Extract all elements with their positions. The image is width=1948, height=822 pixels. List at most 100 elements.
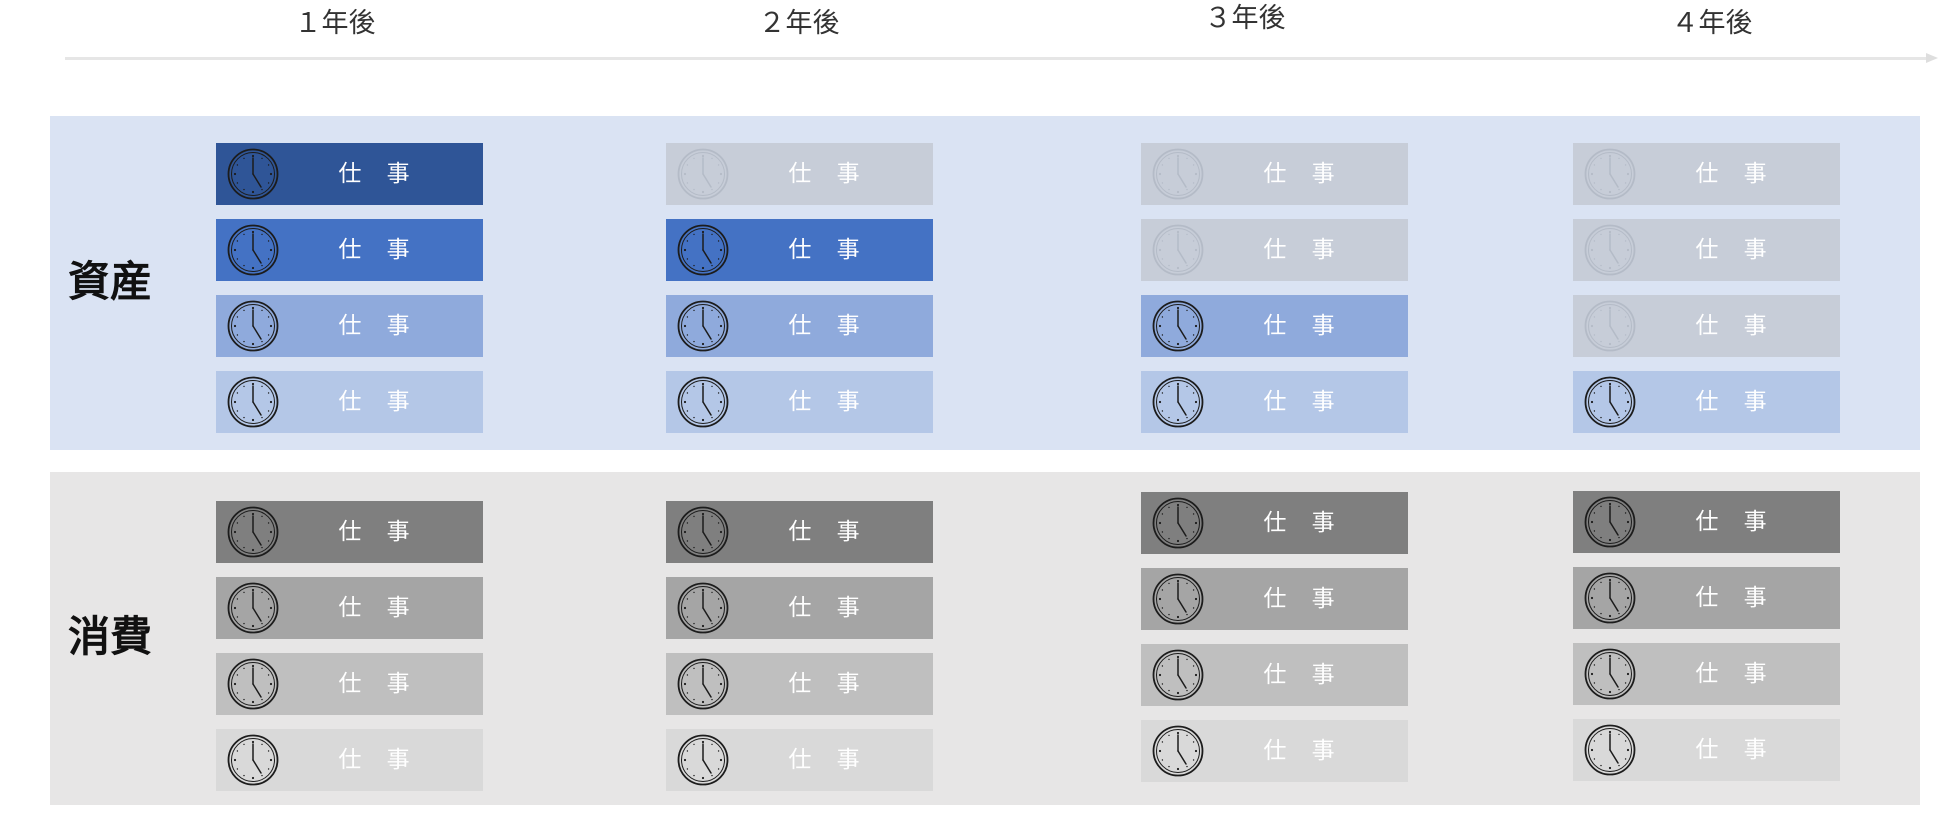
- asset-section-label: 資産: [68, 257, 153, 306]
- job-label: 仕 事: [1263, 313, 1344, 339]
- clock-icon: [1152, 649, 1204, 701]
- consumption-stack-year-4: 仕 事 仕 事 仕 事 仕 事: [1573, 491, 1840, 795]
- asset-job-block-y3-r2: 仕 事: [1141, 219, 1408, 281]
- clock-icon: [1152, 376, 1204, 428]
- consumption-job-block-y3-r4: 仕 事: [1141, 720, 1408, 782]
- job-label: 仕 事: [1263, 586, 1344, 612]
- consumption-stack-year-1: 仕 事 仕 事 仕 事 仕 事: [216, 501, 483, 805]
- consumption-job-block-y2-r1: 仕 事: [666, 501, 933, 563]
- job-label: 仕 事: [788, 595, 869, 621]
- job-label: 仕 事: [788, 519, 869, 545]
- consumption-job-block-y3-r3: 仕 事: [1141, 644, 1408, 706]
- consumption-job-block-y3-r2: 仕 事: [1141, 568, 1408, 630]
- job-label: 仕 事: [1263, 389, 1344, 415]
- job-label: 仕 事: [1263, 237, 1344, 263]
- clock-icon: [1584, 300, 1636, 352]
- clock-icon: [227, 148, 279, 200]
- job-label: 仕 事: [1695, 737, 1776, 763]
- consumption-job-block-y2-r4: 仕 事: [666, 729, 933, 791]
- clock-icon: [1152, 300, 1204, 352]
- clock-icon: [227, 300, 279, 352]
- consumption-job-block-y1-r1: 仕 事: [216, 501, 483, 563]
- asset-job-block-y2-r4: 仕 事: [666, 371, 933, 433]
- asset-job-block-y1-r2: 仕 事: [216, 219, 483, 281]
- job-label: 仕 事: [338, 747, 419, 773]
- clock-icon: [1152, 224, 1204, 276]
- consumption-job-block-y4-r4: 仕 事: [1573, 719, 1840, 781]
- clock-icon: [227, 734, 279, 786]
- job-label: 仕 事: [1263, 510, 1344, 536]
- clock-icon: [677, 506, 729, 558]
- asset-stack-year-1: 仕 事 仕 事 仕 事 仕 事: [216, 143, 483, 447]
- consumption-stack-year-2: 仕 事 仕 事 仕 事 仕 事: [666, 501, 933, 805]
- asset-job-block-y3-r3: 仕 事: [1141, 295, 1408, 357]
- timeline-arrow-head: [1926, 53, 1938, 63]
- clock-icon: [677, 658, 729, 710]
- timeline-label-year-1: １年後: [294, 8, 376, 39]
- asset-job-block-y4-r4: 仕 事: [1573, 371, 1840, 433]
- asset-job-block-y1-r1: 仕 事: [216, 143, 483, 205]
- clock-icon: [227, 658, 279, 710]
- consumption-job-block-y1-r3: 仕 事: [216, 653, 483, 715]
- clock-icon: [677, 582, 729, 634]
- clock-icon: [1584, 572, 1636, 624]
- clock-icon: [1584, 496, 1636, 548]
- job-label: 仕 事: [1263, 161, 1344, 187]
- asset-job-block-y3-r4: 仕 事: [1141, 371, 1408, 433]
- job-label: 仕 事: [788, 671, 869, 697]
- consumption-job-block-y1-r2: 仕 事: [216, 577, 483, 639]
- job-label: 仕 事: [338, 389, 419, 415]
- job-label: 仕 事: [1263, 738, 1344, 764]
- timeline-label-year-4: ４年後: [1671, 8, 1753, 39]
- clock-icon: [227, 582, 279, 634]
- job-label: 仕 事: [338, 595, 419, 621]
- clock-icon: [1584, 376, 1636, 428]
- consumption-job-block-y4-r3: 仕 事: [1573, 643, 1840, 705]
- asset-job-block-y4-r2: 仕 事: [1573, 219, 1840, 281]
- consumption-stack-year-3: 仕 事 仕 事 仕 事 仕 事: [1141, 492, 1408, 796]
- clock-icon: [1152, 573, 1204, 625]
- asset-job-block-y2-r2: 仕 事: [666, 219, 933, 281]
- clock-icon: [227, 376, 279, 428]
- consumption-section-label: 消費: [68, 612, 153, 661]
- clock-icon: [1152, 148, 1204, 200]
- job-label: 仕 事: [338, 313, 419, 339]
- job-label: 仕 事: [1695, 389, 1776, 415]
- consumption-job-block-y2-r3: 仕 事: [666, 653, 933, 715]
- consumption-job-block-y1-r4: 仕 事: [216, 729, 483, 791]
- job-label: 仕 事: [788, 747, 869, 773]
- clock-icon: [677, 300, 729, 352]
- asset-job-block-y2-r3: 仕 事: [666, 295, 933, 357]
- job-label: 仕 事: [338, 671, 419, 697]
- clock-icon: [1152, 725, 1204, 777]
- job-label: 仕 事: [1695, 161, 1776, 187]
- job-label: 仕 事: [788, 161, 869, 187]
- job-label: 仕 事: [1263, 662, 1344, 688]
- clock-icon: [677, 734, 729, 786]
- job-label: 仕 事: [788, 313, 869, 339]
- clock-icon: [227, 506, 279, 558]
- timeline-label-year-2: ２年後: [758, 8, 840, 39]
- clock-icon: [1584, 724, 1636, 776]
- clock-icon: [1584, 648, 1636, 700]
- clock-icon: [1584, 148, 1636, 200]
- asset-stack-year-4: 仕 事 仕 事 仕 事 仕 事: [1573, 143, 1840, 447]
- clock-icon: [677, 148, 729, 200]
- asset-stack-year-2: 仕 事 仕 事 仕 事 仕 事: [666, 143, 933, 447]
- job-label: 仕 事: [788, 237, 869, 263]
- job-label: 仕 事: [338, 237, 419, 263]
- asset-job-block-y4-r1: 仕 事: [1573, 143, 1840, 205]
- asset-job-block-y4-r3: 仕 事: [1573, 295, 1840, 357]
- asset-job-block-y2-r1: 仕 事: [666, 143, 933, 205]
- job-label: 仕 事: [338, 161, 419, 187]
- asset-stack-year-3: 仕 事 仕 事 仕 事 仕 事: [1141, 143, 1408, 447]
- asset-job-block-y1-r4: 仕 事: [216, 371, 483, 433]
- job-label: 仕 事: [1695, 661, 1776, 687]
- clock-icon: [1584, 224, 1636, 276]
- asset-job-block-y1-r3: 仕 事: [216, 295, 483, 357]
- job-label: 仕 事: [338, 519, 419, 545]
- clock-icon: [677, 224, 729, 276]
- job-label: 仕 事: [1695, 585, 1776, 611]
- timeline-axis: [65, 57, 1927, 60]
- asset-job-block-y3-r1: 仕 事: [1141, 143, 1408, 205]
